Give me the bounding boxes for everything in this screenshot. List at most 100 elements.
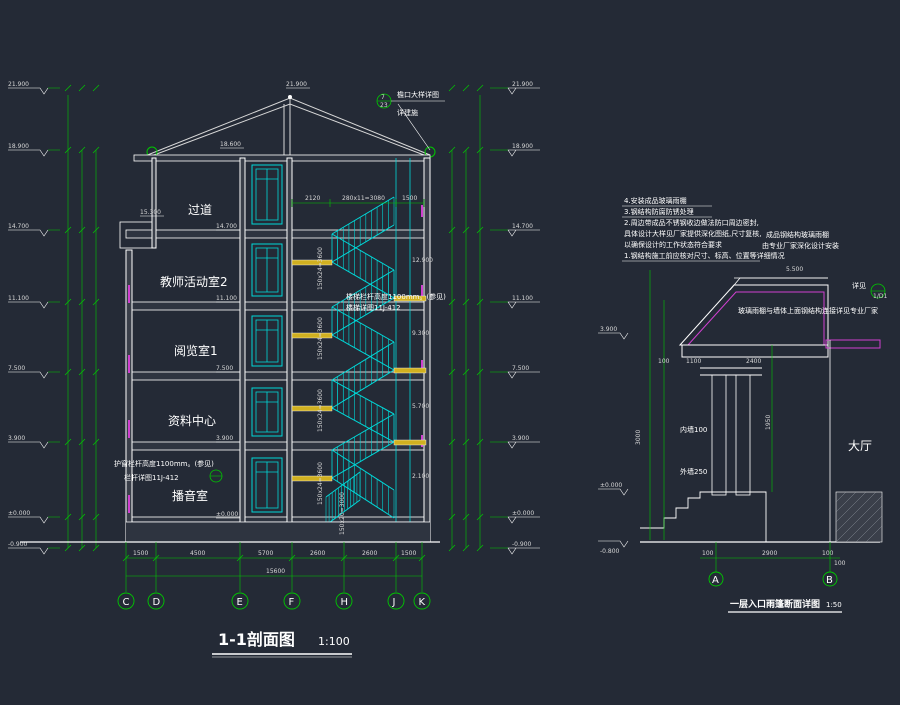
detail-elev-3900: 3.900: [600, 326, 617, 333]
detail-dim-3000: 3000: [635, 430, 642, 445]
detail-marker-note: 详见: [852, 281, 866, 290]
right-elevation-mark: ±0.000: [490, 510, 540, 524]
canopy-detail: 4.安装成品玻璃雨棚 3.钢结构防腐防锈处理 2.周边带成品不锈钢收边做法防口周…: [598, 196, 887, 587]
stair-flight-text: 150x24=3600: [317, 317, 324, 360]
window-rail-note: 护窗栏杆高度1100mm。(参见): [114, 459, 214, 468]
detail-bottom-dim-1: 100: [702, 550, 714, 557]
right-elevation-text: ±0.000: [512, 510, 534, 517]
left-elevation-text: 11.100: [8, 295, 29, 302]
landing-level-text: 9.300: [412, 330, 429, 337]
axis-label: K: [419, 597, 426, 608]
svg-text:7: 7: [381, 94, 385, 101]
svg-text:23: 23: [380, 102, 388, 109]
window-rail-ref: 栏杆详图11J-412: [124, 473, 179, 482]
vertical-dimension-lines: [67, 95, 481, 548]
floor-level-text: 3.900: [216, 435, 233, 442]
axis-bubble: D: [147, 592, 165, 610]
axis-label: C: [123, 597, 130, 608]
floor-level-text: 15.300: [140, 209, 161, 216]
bottom-dim-text: 2600: [362, 550, 377, 557]
right-elevation-mark: 21.900: [490, 81, 540, 95]
right-elevation-text: 14.700: [512, 223, 533, 230]
lobby-label: 大厅: [848, 439, 872, 453]
left-elevation-text: ±0.000: [8, 510, 30, 517]
room-teacher-activity: 教师活动室2: [160, 274, 228, 289]
total-dimension: 15600: [266, 568, 285, 575]
detail-axis-b-label: B: [826, 575, 833, 586]
bottom-dimension-lines: [126, 557, 422, 577]
stair-rail-ref: 楼梯详图11J-412: [346, 303, 401, 312]
bottom-dim-text: 5700: [258, 550, 273, 557]
left-elevation-marks: 21.900 18.900 14.700 11.100 7.500 3.900 ±0.000…: [8, 81, 60, 555]
window: [251, 457, 283, 513]
detail-note-2b: 具体设计大样见厂家提供深化图纸,尺寸复核,: [624, 229, 761, 238]
room-corridor: 过道: [188, 203, 212, 217]
detail-note-right: 成品钢结构玻璃雨棚: [766, 230, 829, 239]
windows: [251, 164, 283, 513]
window: [251, 164, 283, 225]
detail-note-3: 3.钢结构防腐防锈处理: [624, 207, 694, 216]
detail-axis-a: [708, 571, 724, 587]
detail-dim-1100: 1100: [686, 358, 701, 365]
floor-level-text: 14.700: [216, 223, 237, 230]
right-elevation-mark: 11.100: [490, 295, 540, 309]
axis-label: E: [237, 597, 243, 608]
floor-level-marks: 15.30014.70011.1007.5003.900±0.00018.600…: [140, 81, 310, 519]
landing-level-text: 5.700: [412, 403, 429, 410]
eave-note: 檐口大样详图: [397, 90, 439, 99]
detail-axis-b: [822, 571, 838, 587]
right-elevation-text: 21.900: [512, 81, 533, 88]
stair-rail-note: 楼梯栏杆高度1100mm。(参见): [346, 292, 446, 301]
detail-dim-1950: 1950: [765, 415, 772, 430]
detail-bottom-dim-2: 2900: [762, 550, 777, 557]
window: [251, 243, 283, 297]
floor-level-text: 18.600: [220, 141, 241, 148]
left-elevation-mark: 18.900: [8, 143, 60, 157]
axis-bubble: C: [117, 592, 135, 610]
top-dim-3: 1500: [402, 195, 417, 202]
axis-label: F: [289, 597, 295, 608]
right-elevation-text: 3.900: [512, 435, 529, 442]
left-elevation-mark: 14.700: [8, 223, 60, 237]
detail-bottom-dim-3: 100: [822, 550, 834, 557]
detail-title: 一层入口雨篷断面详图: [730, 598, 820, 610]
detail-bottom-dim-4: 100: [834, 560, 846, 567]
roof-ridge-marker: [288, 95, 292, 99]
landing-level-text: 12.900: [412, 257, 433, 264]
axis-bubble: K: [413, 592, 431, 610]
top-dim-1: 2120: [305, 195, 320, 202]
detail-note-1: 1.钢结构施工前应核对尺寸、标高、位置等详细情况: [624, 251, 785, 260]
ground: [20, 521, 440, 543]
right-elevation-mark: 3.900: [490, 435, 540, 449]
stair-flight-text: 150x20=3000: [339, 492, 346, 535]
stair-landing-marks: 12.900 9.300 5.700 2.100: [412, 257, 433, 480]
left-elevation-mark: 3.900: [8, 435, 60, 449]
left-elevation-mark: 21.900: [8, 81, 60, 95]
detail-note-4: 4.安装成品玻璃雨棚: [624, 196, 687, 205]
bottom-dim-text: 2600: [310, 550, 325, 557]
floor-level-text: 21.900: [286, 81, 307, 88]
axis-label: J: [392, 597, 396, 608]
bottom-dim-text: 1500: [401, 550, 416, 557]
detail-note-right2: 由专业厂家深化设计安装: [762, 241, 839, 250]
detail-elev-0: ±0.000: [600, 482, 622, 489]
canopy-level: 5.500: [786, 266, 803, 273]
top-dim-2: 280x11=3080: [342, 195, 385, 202]
left-elevation-text: 7.500: [8, 365, 25, 372]
stair-flight-text: 150x24=3600: [317, 247, 324, 290]
landing-level-text: 2.100: [412, 473, 429, 480]
axis-bubble: J: [387, 592, 405, 610]
axis-label: H: [341, 597, 349, 608]
left-elevation-mark: 11.100: [8, 295, 60, 309]
stair-flight-text: 150x24=3600: [317, 462, 324, 505]
left-elevation-mark: -0.900: [8, 541, 60, 555]
floor-level-text: 11.100: [216, 295, 237, 302]
detail-note-2c: 以确保设计的工作状态符合要求: [624, 240, 722, 249]
right-elevation-mark: -0.900: [490, 541, 540, 555]
room-data-center: 资料中心: [168, 413, 216, 428]
left-elevation-text: 3.900: [8, 435, 25, 442]
bottom-dim-text: 4500: [190, 550, 205, 557]
left-elevation-mark: ±0.000: [8, 510, 60, 524]
